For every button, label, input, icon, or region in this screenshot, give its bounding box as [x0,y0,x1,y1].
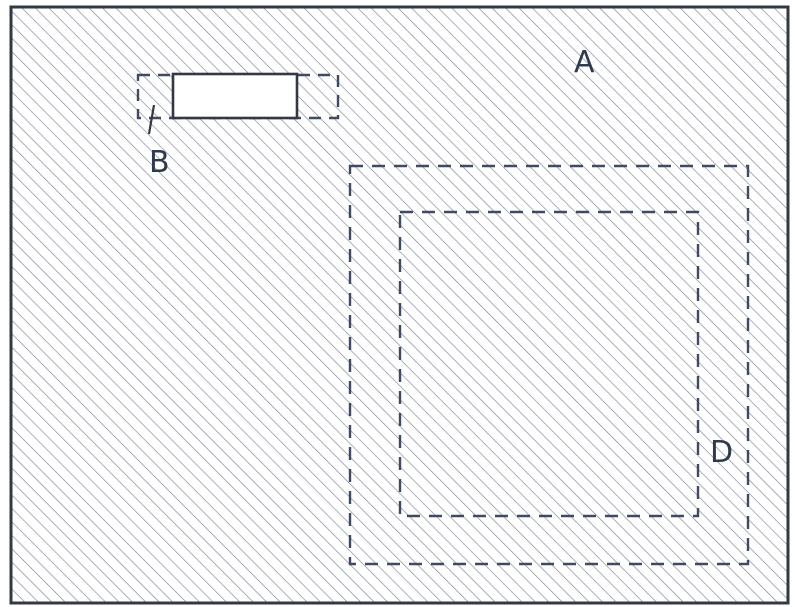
region-d-inner-dashed-boundary [398,210,700,518]
label-b: B [149,145,170,180]
region-b-leader-line [147,104,156,135]
label-d: D [710,435,733,470]
label-a: A [574,45,595,80]
region-b-white-box [171,72,299,120]
region-d-outer-dashed-boundary [348,164,750,566]
